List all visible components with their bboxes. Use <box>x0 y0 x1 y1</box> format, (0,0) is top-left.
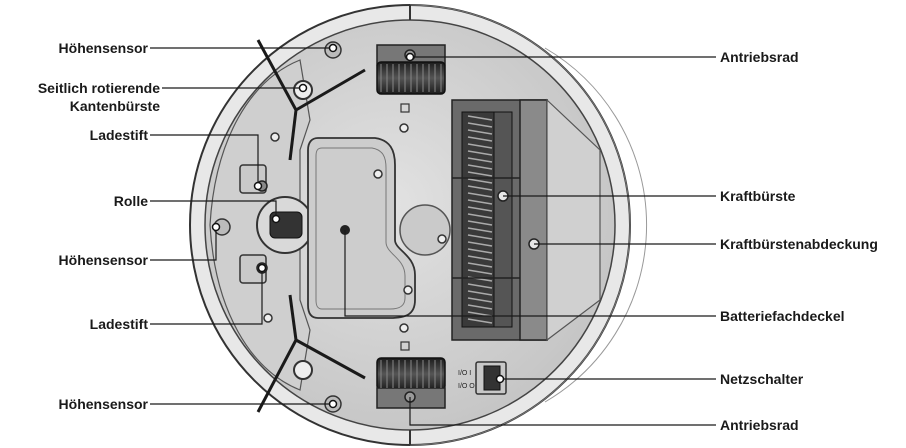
bristle <box>467 164 493 170</box>
bristle <box>467 143 493 149</box>
bristle <box>467 311 493 317</box>
battery-cover-inner <box>315 147 406 310</box>
label-seitenbuerste-line2: Kantenbürste <box>69 98 160 114</box>
side-brush-bristle-bottom-3 <box>288 294 298 341</box>
side-brush-bristle-top <box>256 39 298 111</box>
main-brush-bristles <box>467 115 493 324</box>
label-seitenbuerste-line1: Seitlich rotierende <box>37 80 160 96</box>
pointer-dot <box>253 181 263 191</box>
label-rolle: Rolle <box>113 193 148 209</box>
main-brush-roller <box>493 111 513 328</box>
leader-lines <box>150 47 716 426</box>
label-kraftbuerstenabdeckung: Kraftbürstenabdeckung <box>720 236 878 252</box>
screw <box>270 132 280 142</box>
brush-cover-rail <box>519 99 548 341</box>
side-brush-bristle-bottom-2 <box>295 338 366 380</box>
leader-hoehensensor-mid <box>150 227 217 261</box>
screw <box>263 313 273 323</box>
side-brush-bristle-top-2 <box>295 68 366 112</box>
bristle <box>467 234 493 240</box>
bristle <box>467 206 493 212</box>
bristle <box>467 241 493 247</box>
bristle <box>467 290 493 296</box>
right-side-plate <box>546 98 601 342</box>
leader-ladestift-top <box>150 134 259 185</box>
label-antriebsrad-top: Antriebsrad <box>720 49 799 65</box>
bristle <box>467 227 493 233</box>
bristle <box>467 255 493 261</box>
center-recess <box>399 204 451 256</box>
bristle <box>467 220 493 226</box>
leader-ladestift-bottom <box>150 268 263 325</box>
screw <box>399 123 409 133</box>
leader-antriebsrad-bottom <box>409 397 716 426</box>
pointer-dot <box>211 222 221 232</box>
leader-batteriefachdeckel <box>344 230 716 317</box>
side-brush-bristle-bottom <box>256 339 298 413</box>
label-batteriefachdeckel: Batteriefachdeckel <box>720 308 845 324</box>
pointer-dot <box>271 214 281 224</box>
bristle <box>467 304 493 310</box>
label-netzschalter: Netzschalter <box>720 371 804 387</box>
label-hoehensensor-mid: Höhensensor <box>58 252 148 268</box>
bristle <box>467 283 493 289</box>
label-hoehensensor-top: Höhensensor <box>58 40 148 56</box>
side-brush-hub-bottom <box>293 360 313 380</box>
bristle <box>467 171 493 177</box>
pointer-dot <box>257 263 267 273</box>
bristle <box>467 213 493 219</box>
label-hoehensensor-bottom: Höhensensor <box>58 396 148 412</box>
label-kraftbuerste: Kraftbürste <box>720 188 796 204</box>
bristle <box>467 248 493 254</box>
screw <box>403 285 413 295</box>
bristle <box>467 185 493 191</box>
bristle <box>467 115 493 121</box>
bristle <box>467 157 493 163</box>
battery-cover <box>307 137 416 319</box>
rim-seam-right <box>409 4 631 446</box>
bristle <box>467 318 493 324</box>
pointer-dot <box>328 43 338 53</box>
pointer-dot <box>495 374 505 384</box>
bristle <box>467 297 493 303</box>
bristle <box>467 178 493 184</box>
label-antriebsrad-bottom: Antriebsrad <box>720 417 799 433</box>
pointer-dot <box>405 52 415 62</box>
bristle <box>467 122 493 128</box>
leader-rolle <box>150 200 277 218</box>
screw <box>437 234 447 244</box>
bristle <box>467 136 493 142</box>
pointer-dot <box>298 83 308 93</box>
power-switch-mark-on: I/O I <box>458 370 471 377</box>
screw <box>373 169 383 179</box>
label-ladestift-top: Ladestift <box>89 127 148 143</box>
side-brush-bristle-top-3 <box>288 109 298 161</box>
bristle <box>467 150 493 156</box>
bristle <box>467 262 493 268</box>
pointer-dot <box>328 399 338 409</box>
slot <box>400 103 410 113</box>
screw <box>399 323 409 333</box>
label-ladestift-bottom: Ladestift <box>89 316 148 332</box>
slot <box>400 341 410 351</box>
bristle <box>467 269 493 275</box>
power-switch-mark-off: I/O O <box>458 383 475 390</box>
bristle <box>467 192 493 198</box>
rim-seam-right-inner <box>544 47 648 403</box>
bristle <box>467 199 493 205</box>
bristle <box>467 129 493 135</box>
